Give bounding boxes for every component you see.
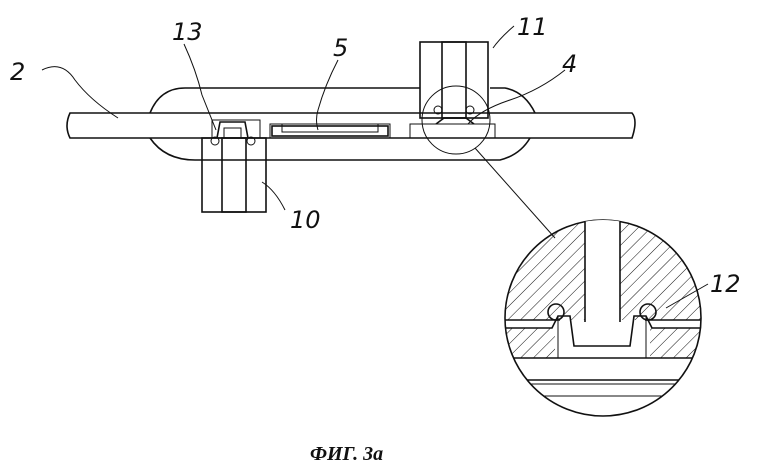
label-10: 10 bbox=[290, 206, 321, 234]
ring-13 bbox=[211, 122, 255, 145]
label-4: 4 bbox=[562, 50, 577, 78]
label-5: 5 bbox=[333, 34, 348, 62]
connector-11 bbox=[420, 42, 488, 124]
detail-leader-line bbox=[475, 148, 555, 238]
label-12: 12 bbox=[710, 270, 741, 298]
figure-caption: ФИГ. 3а bbox=[310, 443, 383, 465]
label-13: 13 bbox=[172, 18, 203, 46]
part-5 bbox=[272, 126, 388, 136]
label-11: 11 bbox=[517, 13, 548, 41]
connector-10 bbox=[202, 138, 266, 212]
detail-circle-small bbox=[422, 86, 490, 154]
label-2: 2 bbox=[10, 58, 25, 86]
enlarged-detail bbox=[505, 220, 710, 416]
